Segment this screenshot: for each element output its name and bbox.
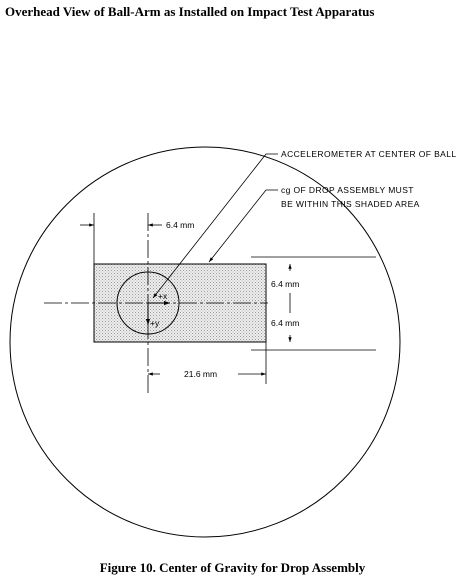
cg-area-leader — [208, 189, 278, 263]
accelerometer-leader — [152, 153, 278, 299]
right-upper-dimension-label: 6.4 mm — [271, 279, 299, 289]
top-dimension-label: 6.4 mm — [166, 220, 194, 230]
cg-label-line1: cg OF DROP ASSEMBLY MUST — [281, 185, 414, 195]
accelerometer-label: ACCELEROMETER AT CENTER OF BALL — [281, 149, 457, 159]
x-axis-label: +x — [158, 291, 168, 301]
figure-caption: Figure 10. Center of Gravity for Drop As… — [99, 560, 366, 575]
cg-label-line2: BE WITHIN THIS SHADED AREA — [281, 199, 420, 209]
ball-outline — [9, 146, 401, 538]
page-title: Overhead View of Ball-Arm as Installed o… — [5, 4, 375, 19]
y-axis-label: +y — [150, 318, 160, 328]
bottom-dimension-label: 21.6 mm — [184, 369, 217, 379]
right-lower-dimension-label: 6.4 mm — [271, 318, 299, 328]
